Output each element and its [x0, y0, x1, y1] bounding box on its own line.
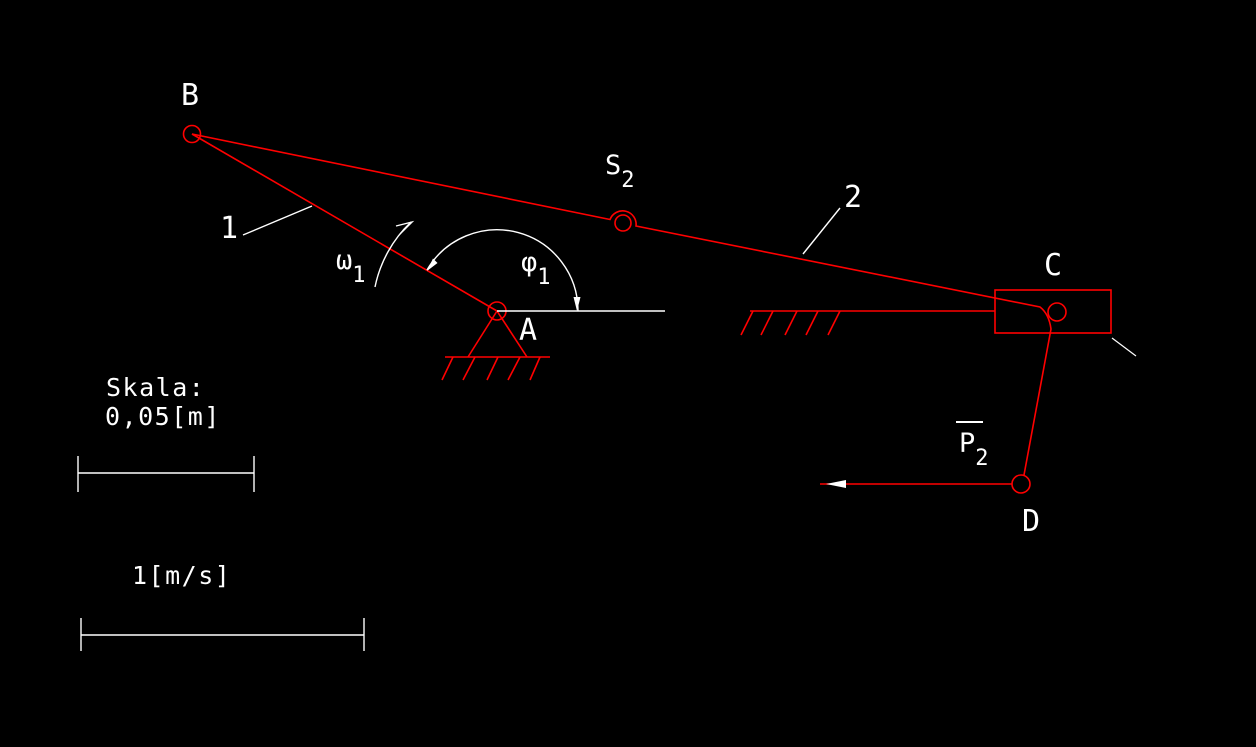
omega1-rotation-arc [374, 221, 412, 288]
link-1-leader-line [242, 205, 313, 236]
p2-force-arrowhead-icon [826, 480, 846, 488]
link-1-crank-line [191, 133, 498, 312]
link-2-leader-line [802, 207, 841, 255]
length-scale-bar [77, 456, 255, 492]
joint-d-pin [1011, 474, 1031, 494]
joint-c-pin [1047, 302, 1067, 322]
joint-d-label: D [1022, 504, 1041, 539]
link-2-label: 2 [844, 180, 863, 215]
s2-center-of-mass-pin [614, 214, 632, 232]
s2-subscript: 2 [621, 168, 635, 193]
omega1-subscript: 1 [352, 263, 366, 288]
scale-legend-velocity-value: 1[m/s] [132, 561, 232, 590]
velocity-scale-bar [80, 618, 365, 651]
omega1-arrowhead-icon [395, 220, 415, 235]
scale-legend-title: Skala: [106, 373, 206, 402]
joint-b-pin [182, 124, 202, 144]
slider-block [994, 289, 1112, 334]
phi1-label: φ1 [521, 247, 551, 289]
phi1-arrowhead-right-icon [573, 297, 581, 311]
omega1-label: ω1 [336, 245, 366, 287]
joint-c-label: C [1044, 248, 1063, 283]
p2-subscript: 2 [975, 446, 989, 471]
joint-a-label: A [519, 313, 538, 348]
link-2-coupler-line [191, 133, 1052, 476]
p2-symbol: P [959, 428, 976, 459]
joint-b-label: B [181, 78, 200, 113]
phi1-angle-arc [426, 229, 579, 312]
slider-block-leader-line [1111, 337, 1137, 357]
p2-label: P2 [959, 428, 989, 470]
phi1-subscript: 1 [537, 265, 551, 290]
link-1-label: 1 [220, 211, 239, 246]
omega1-symbol: ω [336, 245, 353, 276]
slider-guide-hatching [740, 310, 841, 336]
scale-legend-length-value: 0,05[m] [105, 402, 221, 431]
p2-overbar [956, 421, 983, 423]
phi1-symbol: φ [521, 247, 538, 278]
s2-label: S2 [605, 150, 635, 192]
s2-symbol: S [605, 150, 622, 181]
phi1-arrowhead-left-icon [427, 258, 438, 271]
